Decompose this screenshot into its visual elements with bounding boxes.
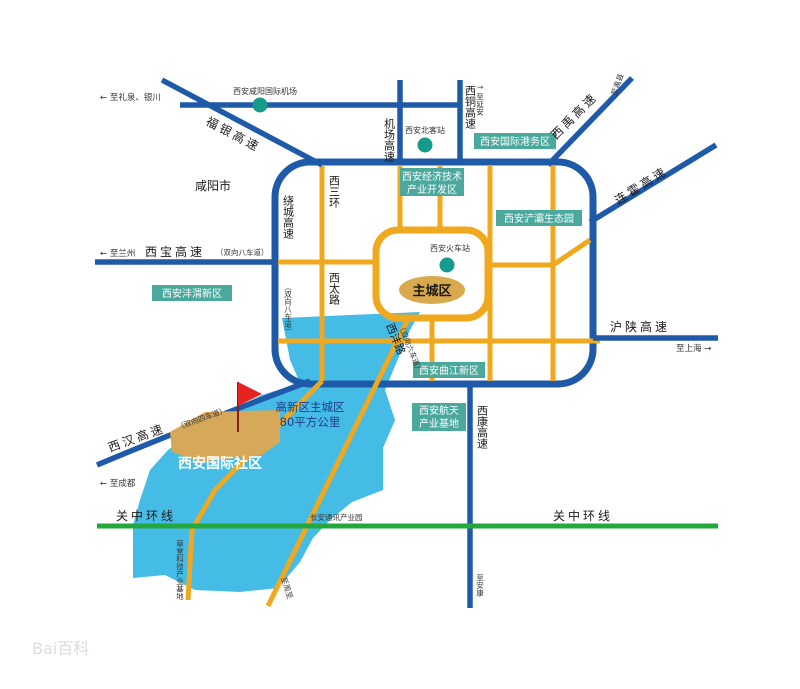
railway-station-label: 西安火车站	[430, 243, 470, 253]
xisan-label: 西三环	[328, 175, 341, 208]
lianhuo-label: 连霍高速	[612, 163, 671, 208]
city-label: 咸阳市	[195, 178, 231, 193]
dest-lanzhou: ← 至兰州	[100, 248, 135, 259]
hushan-label: 沪陕高速	[610, 319, 670, 334]
ring-label: 绕城高速	[282, 195, 295, 239]
xibao-label: 西宝高速	[145, 244, 205, 259]
dest-liquan: ← 至礼泉、银川	[100, 92, 161, 103]
svg-text:西安国际港务区: 西安国际港务区	[480, 135, 550, 148]
xikang-label: 西康高速	[476, 405, 489, 449]
badge-qujiang: 西安曲江新区	[413, 362, 485, 378]
xitai-label: 西太路	[328, 272, 341, 306]
intl-community-label: 西安国际社区	[178, 455, 262, 472]
svg-text:西安浐灞生态园: 西安浐灞生态园	[504, 212, 574, 225]
airport-station-label: 西安咸阳国际机场	[233, 86, 297, 96]
railway-station-icon	[439, 257, 455, 273]
main-district-label: 主城区	[412, 283, 451, 299]
badge-port: 西安国际港务区	[474, 133, 556, 149]
badge-chanba: 西安浐灞生态园	[496, 210, 582, 226]
guanzhong-label-1: 关中环线	[116, 508, 176, 523]
svg-text:西安航天: 西安航天	[419, 404, 459, 417]
xibao-note: （双向八车道）	[216, 247, 269, 257]
flag-icon	[237, 382, 262, 432]
changan-park-label: 长安通讯产业园	[310, 512, 363, 522]
svg-text:西安沣渭新区: 西安沣渭新区	[162, 287, 222, 300]
badge-econ: 西安经济技术 产业开发区	[400, 168, 464, 196]
svg-text:西安曲江新区: 西安曲江新区	[419, 364, 479, 377]
gaoxin-label-1: 高新区主城区	[276, 400, 345, 414]
watermark: Bai百科	[32, 639, 89, 658]
dest-shanghai: 至上海 →	[676, 343, 711, 354]
ring-note: （双向八车道）	[283, 283, 292, 336]
airport-station-icon	[252, 97, 268, 113]
dest-chengdu: ← 至成都	[100, 478, 136, 489]
xitong-label: 西铜高速	[464, 85, 477, 129]
dest-zhouzhi: 至周至	[279, 576, 295, 601]
svg-text:产业基地: 产业基地	[419, 417, 459, 430]
badge-aerospace: 西安航天 产业基地	[412, 403, 466, 431]
svg-text:西安经济技术: 西安经济技术	[402, 170, 462, 183]
ring-expressway	[271, 158, 597, 388]
dest-ankang: 至安康	[475, 574, 484, 597]
badge-fengwei: 西安沣渭新区	[152, 285, 232, 301]
caotang-park-label: 草堂科技产业基地	[175, 539, 184, 601]
dest-yanan: ↑ 至延安	[475, 84, 484, 116]
north-station-icon	[417, 137, 433, 153]
jichang-label: 机场高速	[383, 117, 396, 162]
gaoxin-label-2: 80平方公里	[280, 415, 341, 429]
main-district-ellipse	[399, 276, 465, 304]
intl-community-area	[170, 410, 280, 462]
north-station-label: 西安北客站	[405, 125, 445, 135]
guanzhong-label-2: 关中环线	[553, 508, 613, 523]
svg-text:产业开发区: 产业开发区	[407, 183, 457, 196]
